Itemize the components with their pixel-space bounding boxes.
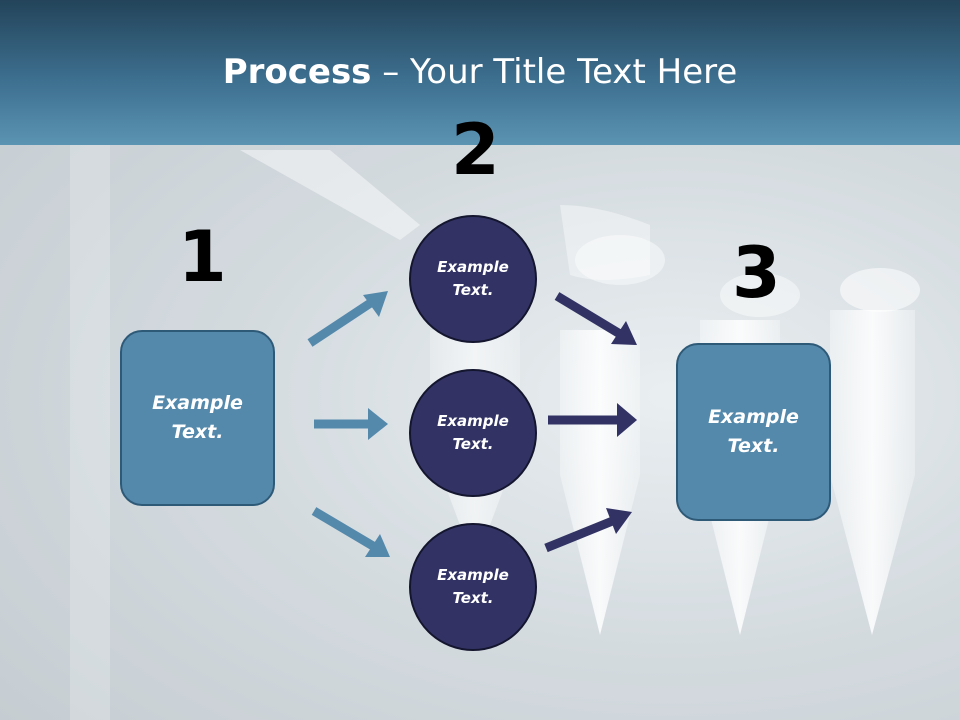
step-1-text: Example Text. — [152, 392, 243, 443]
arrowhead-up-right — [363, 291, 388, 317]
arrows-step2-to-step3 — [544, 292, 637, 553]
arrowhead-right — [368, 408, 388, 440]
step-2-circle-2[interactable]: Example Text. — [409, 369, 537, 497]
step-1-box[interactable]: Example Text. — [120, 330, 275, 506]
arrows-step1-to-step2 — [307, 291, 390, 557]
step-2-circle-3[interactable]: Example Text. — [409, 523, 537, 651]
title-rest: – Your Title Text Here — [371, 52, 738, 92]
step-3-box[interactable]: Example Text. — [676, 343, 831, 521]
arrow-up-right — [307, 298, 375, 347]
step-1-number: 1 — [178, 216, 227, 298]
step-2-circle-1[interactable]: Example Text. — [409, 215, 537, 343]
step-2-circle-2-text: Example Text. — [437, 412, 509, 453]
arrow-down-right — [554, 292, 623, 338]
step-3-text: Example Text. — [708, 406, 799, 457]
arrowhead-down-right — [365, 534, 390, 557]
arrowhead-right — [617, 403, 637, 437]
arrowhead-down-right — [611, 321, 637, 345]
step-2-circle-1-text: Example Text. — [437, 258, 509, 299]
step-2-circle-3-text: Example Text. — [437, 566, 509, 607]
arrow-down-right — [311, 507, 376, 550]
arrow-up-right — [544, 515, 617, 553]
title-bold: Process — [222, 52, 372, 92]
title-bar — [0, 0, 960, 145]
slide-title[interactable]: Process – Your Title Text Here — [0, 52, 960, 92]
step-3-number: 3 — [732, 232, 781, 314]
step-2-number: 2 — [451, 109, 500, 191]
arrowhead-up-right — [606, 508, 632, 534]
